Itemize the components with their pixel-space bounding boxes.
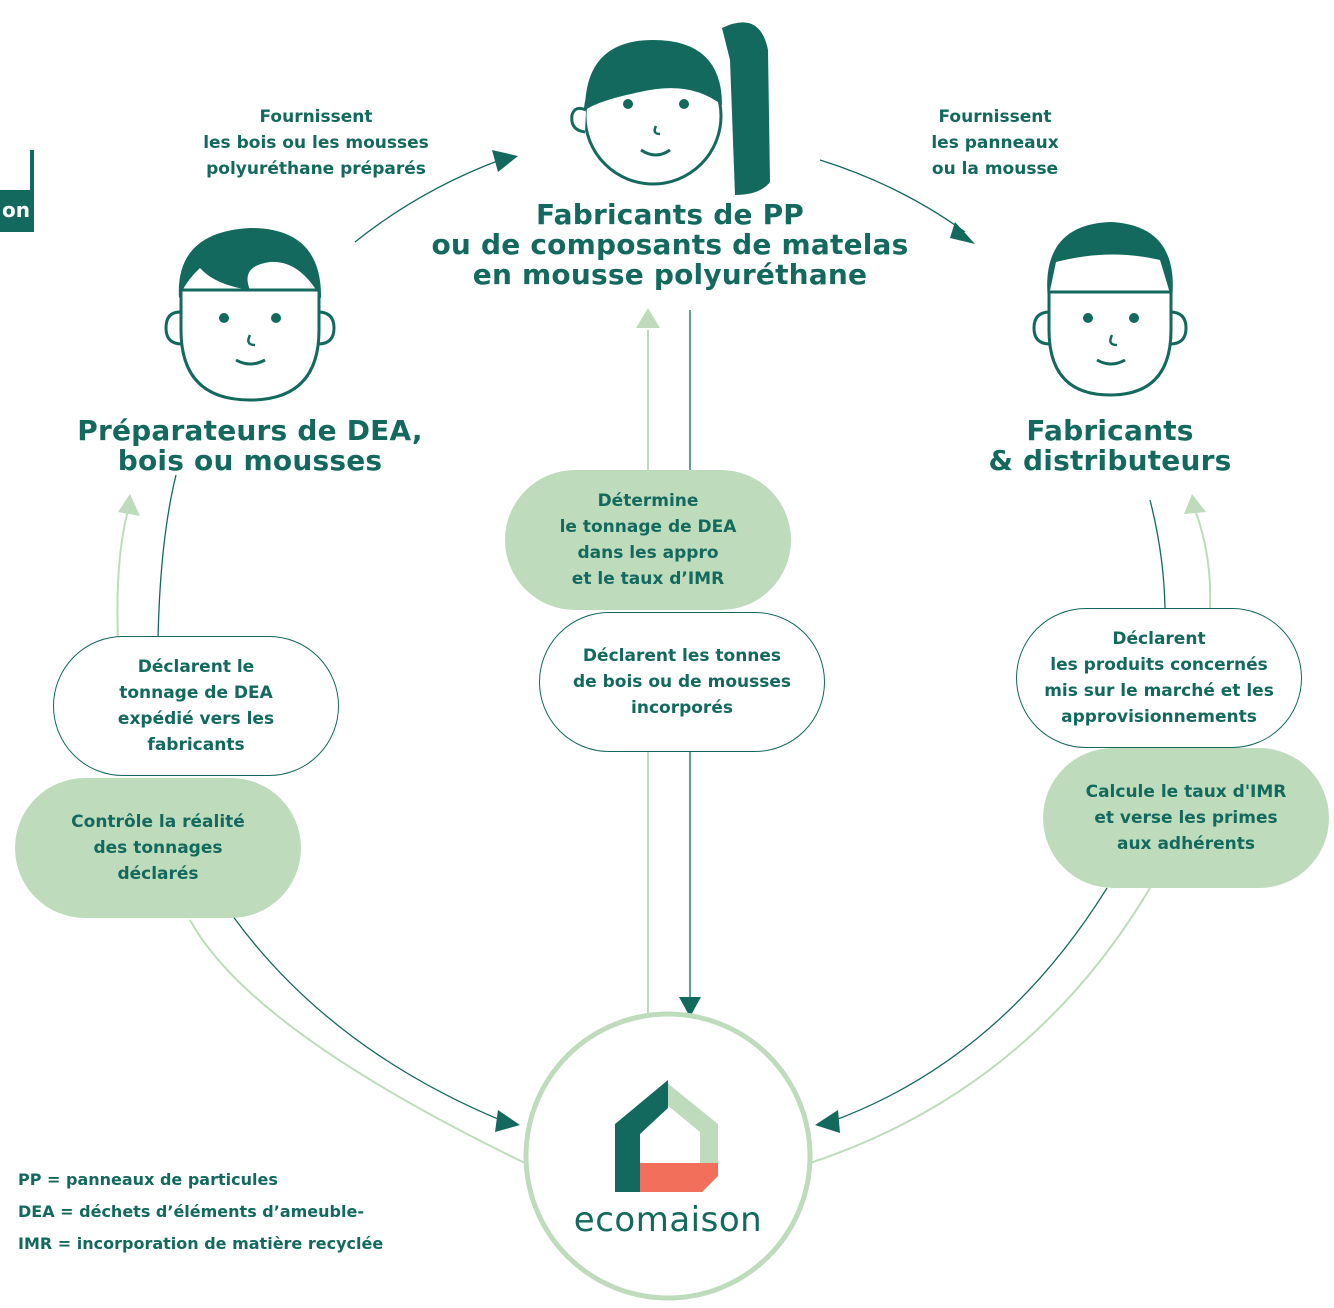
flow-label-left-to-top: Fournissent les bois ou les mousses poly… [203, 107, 429, 179]
man-face-icon-right [1032, 222, 1188, 397]
legend-item-dea: DEA = déchets d’éléments d’ameuble- [18, 1202, 364, 1221]
box-center-determine: Détermine le tonnage de DEA dans les app… [505, 470, 791, 610]
arrow-left-up [116, 494, 526, 1164]
arrow-left-to-ecomaison [157, 474, 520, 1132]
actor-title-top: Fabricants de PP ou de composants de mat… [431, 198, 909, 291]
ecomaison-circle [523, 1011, 813, 1301]
arrow-right-to-ecomaison [815, 499, 1166, 1133]
woman-face-icon [570, 22, 770, 196]
arrow-center-down [679, 310, 701, 1017]
box-right-declare: Déclarent les produits concernés mis sur… [1016, 608, 1302, 748]
flow-label-top-to-right: Fournissent les panneaux ou la mousse [931, 107, 1059, 179]
edge-tab: on [0, 190, 34, 232]
arrow-right-up [809, 494, 1212, 1164]
ecomaison-wordmark: ecomaison [573, 1200, 763, 1240]
ecomaison-logo-icon [615, 1080, 718, 1192]
edge-bar [30, 150, 34, 190]
man-face-icon-left [164, 228, 336, 402]
legend-item-imr: IMR = incorporation de matière recyclée [18, 1234, 384, 1253]
arrow-top-to-right [819, 159, 975, 244]
box-left-declare: Déclarent le tonnage de DEA expédié vers… [53, 636, 339, 776]
arrow-center-up [636, 308, 660, 1030]
box-center-declare: Déclarent les tonnes de bois ou de mouss… [539, 612, 825, 752]
actor-title-right: Fabricants & distributeurs [988, 414, 1232, 477]
legend-item-pp: PP = panneaux de particules [18, 1170, 278, 1189]
box-right-compute: Calcule le taux d'IMR et verse les prime… [1043, 748, 1329, 888]
box-left-control: Contrôle la réalité des tonnages déclaré… [15, 778, 301, 918]
actor-title-left: Préparateurs de DEA, bois ou mousses [77, 414, 423, 477]
arrow-left-to-top [354, 150, 518, 243]
